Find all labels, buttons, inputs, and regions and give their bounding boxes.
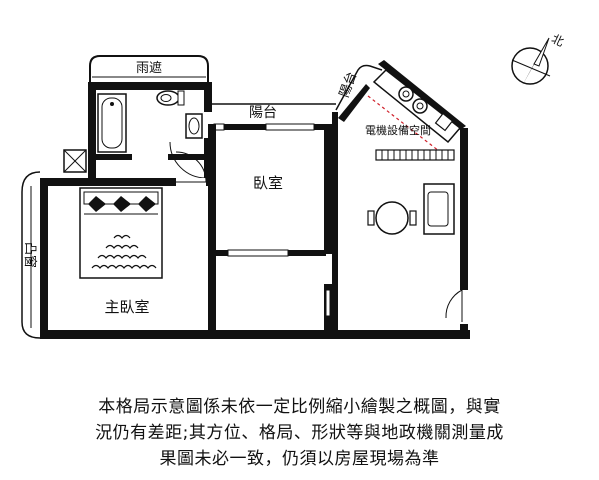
bathroom-wall-left	[88, 82, 96, 182]
master-door-icon	[175, 151, 207, 183]
bed-pattern	[91, 234, 157, 269]
compass-north-label: 北	[549, 31, 566, 49]
balcony-side-label: 陽台	[337, 70, 360, 100]
right-wall-door-gap	[460, 290, 468, 324]
master-bedroom-label: 主臥室	[104, 298, 149, 316]
bedroom-wall-right	[324, 124, 332, 254]
dining-chair-left	[367, 210, 375, 226]
balcony-top-label: 陽台	[249, 105, 277, 121]
bed-pillow-left	[88, 196, 106, 212]
dining-chair-right	[409, 210, 417, 226]
kitchen-sink	[434, 112, 454, 132]
cabinet-dividers	[381, 150, 449, 160]
mechanical-room-marker	[367, 95, 449, 159]
living-wall-left	[332, 112, 338, 338]
disclaimer-line-3: 果圖未必一致，仍須以房屋現場為準	[159, 449, 440, 469]
master-wall-left	[40, 178, 48, 338]
stove-burner-1-inner	[402, 90, 410, 98]
rain-shelter-outline	[89, 55, 209, 84]
cabinet-strip	[375, 149, 455, 161]
bathroom-wall-bottom-left	[88, 154, 132, 160]
bay-window-label: 凸窗	[22, 242, 38, 268]
rain-shelter-label: 雨遮	[136, 60, 162, 76]
master-wall-bottom	[40, 330, 470, 339]
disclaimer-line-2: 況仍有差距;其方位、格局、形狀等與地政機關測量成	[95, 423, 504, 443]
side-balcony-outline	[335, 64, 383, 111]
master-wall-top	[40, 178, 210, 186]
bedroom-wall-left	[208, 124, 216, 338]
bathtub-inner	[101, 97, 123, 149]
toilet-tank	[177, 90, 185, 106]
toilet-seat	[160, 94, 172, 102]
bedroom-window	[227, 249, 289, 257]
sofa-seat	[427, 191, 449, 227]
utility-shaft-x2	[63, 149, 87, 173]
bathroom-wall-top	[88, 82, 212, 90]
stove-burner-2-inner	[416, 102, 424, 110]
bed-pillow-center	[113, 196, 131, 212]
balcony-top-window	[265, 123, 315, 131]
right-wall-top	[378, 60, 466, 130]
bedroom-label: 臥室	[253, 174, 283, 192]
dining-table	[375, 201, 409, 235]
bed-pillow-right	[138, 196, 156, 212]
lower-room-window	[325, 289, 331, 317]
sink-basin	[188, 117, 200, 135]
bathroom-wall-right-upper	[204, 82, 212, 112]
right-door-icon	[445, 289, 463, 319]
living-wall-top-diagonal	[338, 84, 370, 122]
bathtub-drain	[110, 102, 114, 106]
floor-plan: 雨遮 陽台 臥室 主臥室 凸窗	[21, 31, 566, 339]
bathroom-door-icon	[169, 141, 207, 179]
bathroom-wall-bottom-right	[168, 154, 212, 160]
disclaimer-line-1: 本格局示意圖係未依一定比例縮小繪製之概圖，與實	[98, 397, 501, 417]
compass-icon	[511, 37, 551, 86]
right-wall-side	[460, 128, 468, 338]
disclaimer: 本格局示意圖係未依一定比例縮小繪製之概圖，與實 況仍有差距;其方位、格局、形狀等…	[0, 394, 599, 472]
mechanical-room-label: 電機設備空間	[365, 123, 431, 137]
